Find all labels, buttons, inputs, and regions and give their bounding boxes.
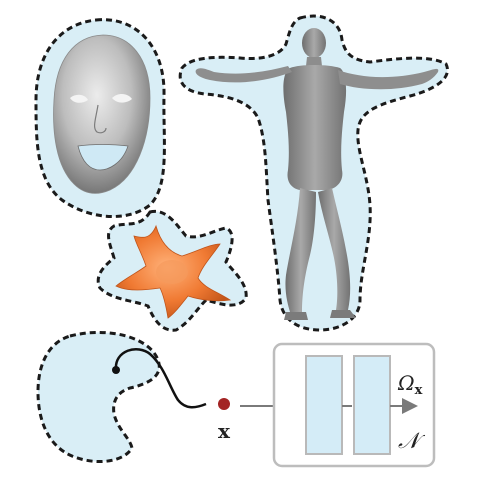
network-block: Ωx 𝒩 [240,342,436,468]
body-region [178,14,449,332]
curve-start-dot [112,366,120,374]
blob-region-icon [36,330,161,463]
face-region [34,18,166,218]
omega-subscript: x [415,383,423,398]
bean-region: x [36,330,231,463]
sample-curve [114,348,207,409]
starfish-region [96,209,248,332]
network-layer-2 [353,355,391,455]
human-body-3d-icon [195,28,439,320]
network-layer-1 [305,355,343,455]
point-label: x [218,419,231,443]
output-omega-label: Ωx [397,371,423,398]
query-point [218,398,230,410]
starfish-3d-icon [115,224,232,319]
face-3d-icon [53,34,151,194]
omega-symbol: Ω [397,371,415,395]
